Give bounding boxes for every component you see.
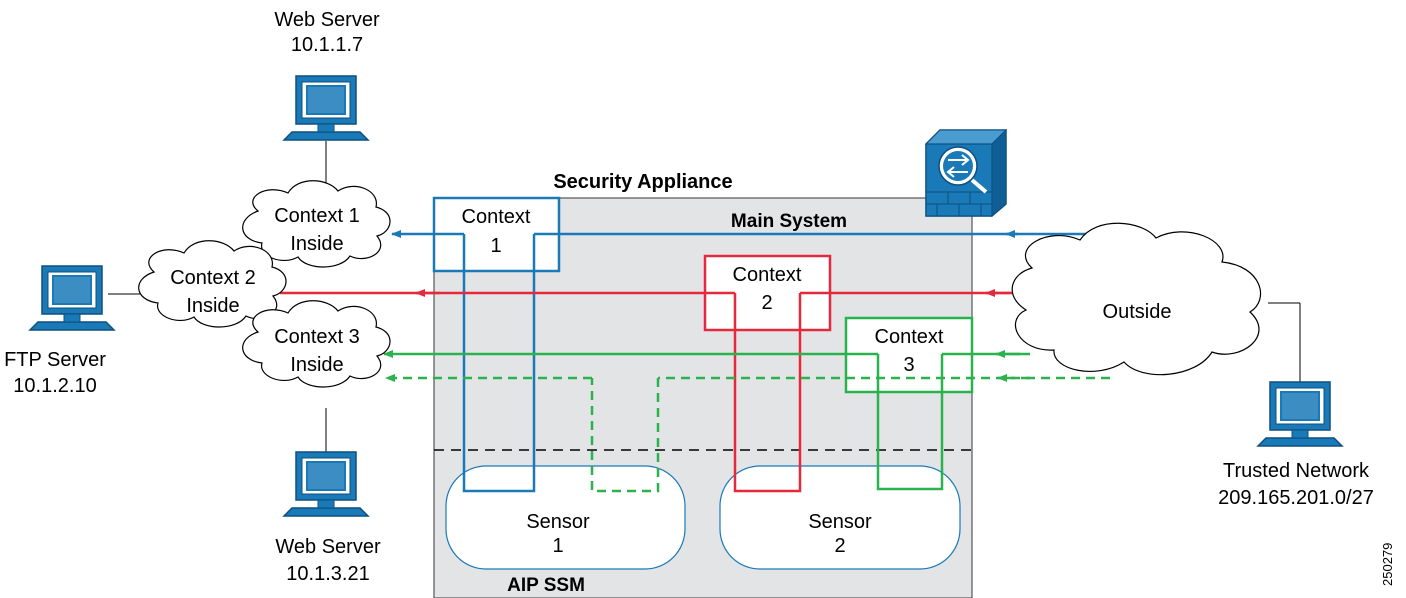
firewall-appliance-icon bbox=[924, 128, 1008, 218]
cloud-context-1-line1: Context 1 bbox=[274, 205, 360, 227]
context-1-flow bbox=[391, 230, 1130, 493]
cloud-context-2-line1: Context 2 bbox=[170, 267, 256, 289]
context-3-label: Context bbox=[875, 326, 944, 348]
cloud-outside-label: Outside bbox=[1103, 301, 1172, 323]
context-2-flow bbox=[280, 289, 1024, 493]
cloud-context-1-line2: Inside bbox=[290, 233, 343, 255]
trusted-network-subnet: 209.165.201.0/27 bbox=[1218, 487, 1374, 509]
sensor-2-number: 2 bbox=[834, 535, 845, 557]
web-server-3-name: Web Server bbox=[275, 536, 381, 558]
cloud-context-2-inside: Context 2 Inside bbox=[138, 240, 287, 328]
context-3-dashed-flow bbox=[385, 374, 1110, 493]
computer-icon bbox=[29, 265, 115, 331]
computer-icon bbox=[283, 451, 369, 517]
computer-icon bbox=[283, 75, 369, 141]
figure-id: 250279 bbox=[1380, 543, 1395, 586]
sensor-1-label: Sensor bbox=[526, 511, 590, 533]
web-server-1-name: Web Server bbox=[274, 9, 380, 31]
web-server-1: Web Server 10.1.1.7 bbox=[274, 9, 380, 141]
security-appliance-label: Security Appliance bbox=[553, 171, 732, 193]
main-system-label: Main System bbox=[731, 211, 847, 232]
web-server-1-ip: 10.1.1.7 bbox=[291, 34, 363, 56]
context-3-flow bbox=[383, 350, 1030, 491]
sensor-2-label: Sensor bbox=[808, 511, 872, 533]
context-2-label: Context bbox=[733, 264, 802, 286]
web-server-3: Web Server 10.1.3.21 bbox=[275, 451, 381, 585]
web-server-3-ip: 10.1.3.21 bbox=[286, 563, 369, 585]
context-2-number: 2 bbox=[761, 292, 772, 314]
cloud-context-2-line2: Inside bbox=[186, 295, 239, 317]
cloud-context-1-inside: Context 1 Inside bbox=[242, 180, 391, 268]
cloud-context-3-line2: Inside bbox=[290, 354, 343, 376]
cloud-context-3-inside: Context 3 Inside bbox=[242, 300, 391, 388]
ftp-server-ip: 10.1.2.10 bbox=[13, 375, 96, 397]
sensor-1: Sensor 1 bbox=[445, 465, 686, 570]
computer-icon bbox=[1257, 381, 1343, 447]
ftp-server-name: FTP Server bbox=[4, 349, 106, 371]
aip-ssm-label: AIP SSM bbox=[507, 575, 585, 596]
ftp-server: FTP Server 10.1.2.10 bbox=[4, 265, 115, 397]
trusted-network: Trusted Network 209.165.201.0/27 bbox=[1218, 381, 1374, 509]
context-1-label: Context bbox=[462, 206, 531, 228]
context-1-number: 1 bbox=[490, 235, 501, 257]
sensor-2: Sensor 2 bbox=[719, 465, 961, 570]
trusted-network-name: Trusted Network bbox=[1223, 460, 1370, 482]
context-3-number: 3 bbox=[903, 354, 914, 376]
cloud-outside: Outside bbox=[1011, 222, 1261, 376]
sensor-1-number: 1 bbox=[552, 535, 563, 557]
cloud-context-3-line1: Context 3 bbox=[274, 326, 360, 348]
